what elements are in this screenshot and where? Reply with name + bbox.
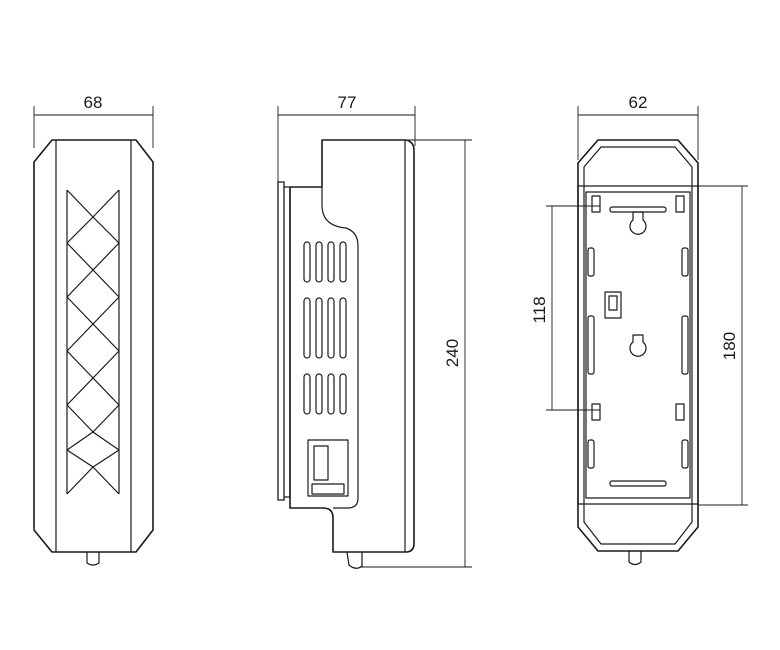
dim-label-240: 240 [443,339,462,367]
front-view: 68 [33,93,154,566]
dim-label-62: 62 [629,93,648,112]
side-wall-plate [277,181,285,501]
back-slots [587,206,689,487]
side-body-outline [289,139,415,553]
dimension-height-side: 240 [360,139,472,568]
front-diamond-pattern [66,189,120,495]
back-clip [604,291,622,319]
dim-label-180: 180 [720,332,739,360]
dimension-hole-spacing: 118 [530,205,600,411]
dimension-back-height: 180 [698,185,748,506]
dim-label-77: 77 [338,93,357,112]
back-nozzle [628,551,642,566]
front-nozzle [86,552,100,566]
dim-label-68: 68 [84,93,103,112]
dimension-width-back: 62 [577,93,699,160]
side-nozzle [346,551,363,569]
keyhole-icon [629,211,647,235]
back-view: 62 [530,93,748,566]
side-view: 77 240 [277,93,472,569]
dimension-width-front: 68 [33,93,154,148]
dimension-depth-side: 77 [277,93,416,186]
keyhole-icon [629,334,647,357]
back-mounting-plate [577,185,699,505]
side-vents [303,241,347,415]
back-screw-holes [591,195,685,421]
back-body-outline [577,139,699,552]
front-body-outline [33,139,154,553]
side-push-button [307,439,349,497]
dim-label-118: 118 [530,296,549,323]
